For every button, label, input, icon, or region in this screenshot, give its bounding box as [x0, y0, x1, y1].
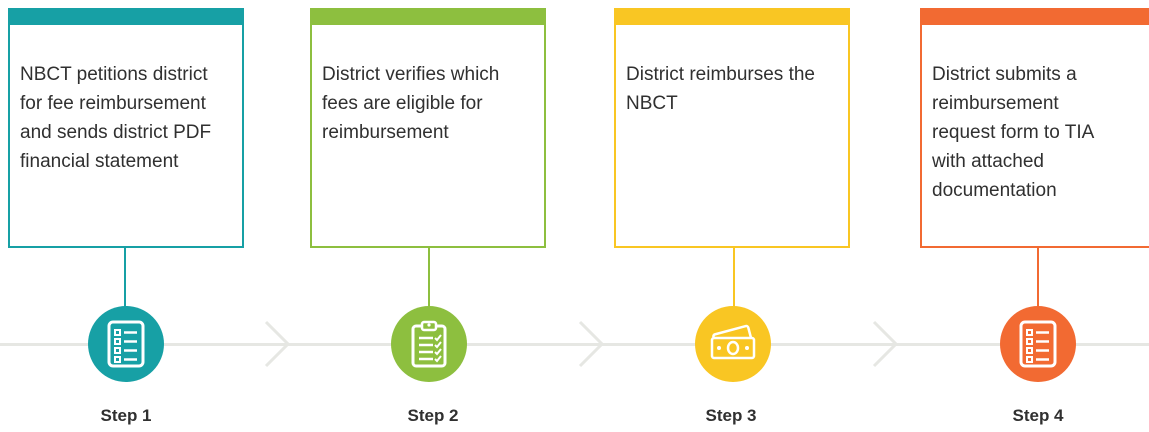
timeline-line — [0, 343, 1149, 346]
step-3-description: District reimburses the NBCT — [626, 64, 815, 114]
step-1-card: NBCT petitions district for fee reimburs… — [8, 8, 244, 248]
step-3-connector — [733, 248, 735, 308]
checklist-icon — [107, 320, 145, 368]
chevron-right-icon — [578, 320, 605, 368]
step-4-label: Step 4 — [1012, 406, 1064, 425]
step-1-header-bar — [9, 9, 243, 25]
step-2-connector — [428, 248, 430, 308]
step-3-label: Step 3 — [705, 406, 757, 425]
step-2-circle — [391, 306, 467, 382]
money-icon — [710, 324, 756, 360]
step-1-circle — [88, 306, 164, 382]
step-4-circle — [1000, 306, 1076, 382]
step-3-circle — [695, 306, 771, 382]
step-1-description: NBCT petitions district for fee reimburs… — [20, 64, 212, 172]
step-2-header-bar — [311, 9, 545, 25]
step-4-header-bar — [921, 9, 1149, 25]
step-2-description: District verifies which fees are eligibl… — [322, 64, 500, 143]
step-2-card: District verifies which fees are eligibl… — [310, 8, 546, 248]
step-4-connector — [1037, 248, 1039, 308]
step-4-card: District submits a reimbursement request… — [920, 8, 1149, 248]
chevron-right-icon — [872, 320, 899, 368]
step-1-label: Step 1 — [100, 406, 152, 425]
step-4-description: District submits a reimbursement request… — [932, 64, 1095, 201]
step-1-connector — [124, 248, 126, 308]
step-2-label: Step 2 — [407, 406, 459, 425]
checklist-icon — [1019, 320, 1057, 368]
chevron-right-icon — [264, 320, 291, 368]
clipboard-check-icon — [411, 320, 447, 368]
step-3-header-bar — [615, 9, 849, 25]
step-3-card: District reimburses the NBCT — [614, 8, 850, 248]
